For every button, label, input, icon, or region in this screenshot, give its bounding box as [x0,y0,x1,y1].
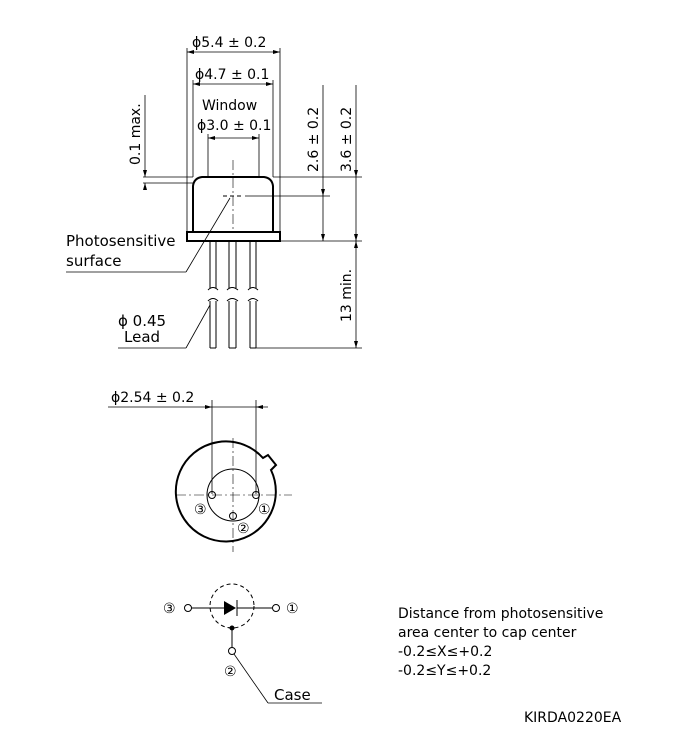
case-outline [209,583,255,629]
bottom-view: ϕ2.54 ± 0.2 ③ ① ② [108,390,292,552]
schematic-pin-1-terminal [272,604,280,612]
schematic-pin-1-label: ① [286,601,299,617]
schematic-pin-2-label: ② [224,664,237,680]
pin-spacing-label: ϕ2.54 ± 0.2 [111,390,194,406]
note-line-3: -0.2≤X≤+0.2 [398,644,492,660]
pin-3-label: ③ [194,502,207,518]
pin-3-hole [208,491,216,499]
schematic: ③ ① ② Case [163,583,322,704]
leads [207,241,259,349]
header-outline [174,440,278,543]
window-diameter-label: ϕ3.0 ± 0.1 [197,118,271,134]
lead-callout: ϕ 0.45 Lead [118,304,211,349]
pin-2-hole [229,512,237,520]
lead-length-label: 13 min. [339,269,355,322]
drawing-code: KIRDA0220EA [524,710,622,726]
notes: Distance from photosensitive area center… [398,606,603,679]
note-line-4: -0.2≤Y≤+0.2 [398,663,491,679]
total-height-label: 3.6 ± 0.2 [339,107,355,172]
lead-word-label: Lead [124,328,160,346]
pin-2-label: ② [237,521,250,537]
dim-cap: ϕ4.7 ± 0.1 [192,67,274,177]
pin-1-hole [252,491,260,499]
dim-heights: 2.6 ± 0.2 3.6 ± 0.2 [245,85,362,242]
dim-window-height: 0.1 max. [128,95,193,190]
cap-outline [192,176,274,232]
lead-diameter-label: ϕ 0.45 [118,312,166,330]
pin-1-label: ① [258,502,271,518]
case-label: Case [274,686,311,704]
dim-window: Window ϕ3.0 ± 0.1 [197,98,271,177]
schematic-pin-3-terminal [184,604,192,612]
diode-symbol [224,601,236,615]
photosensitive-label-line2: surface [66,252,121,270]
case-junction [229,625,235,631]
window-height-label: 0.1 max. [128,103,144,165]
note-line-1: Distance from photosensitive [398,606,603,622]
schematic-pin-2-terminal [228,647,236,655]
surface-height-label: 2.6 ± 0.2 [306,107,322,172]
dim-lead-length: 13 min. [256,241,362,349]
dim-cap-outer: ϕ5.4 ± 0.2 [186,35,281,232]
photosensitive-label-line1: Photosensitive [66,232,175,250]
cap-diameter-label: ϕ4.7 ± 0.1 [195,67,269,83]
flange [186,231,281,242]
cap-outer-diameter-label: ϕ5.4 ± 0.2 [192,35,266,51]
side-view: ϕ5.4 ± 0.2 ϕ4.7 ± 0.1 Window ϕ3.0 ± 0.1 [66,35,362,349]
note-line-2: area center to cap center [398,625,577,641]
schematic-pin-3-label: ③ [163,601,176,617]
photosensitive-callout: Photosensitive surface [66,197,231,273]
window-title: Window [202,98,257,114]
